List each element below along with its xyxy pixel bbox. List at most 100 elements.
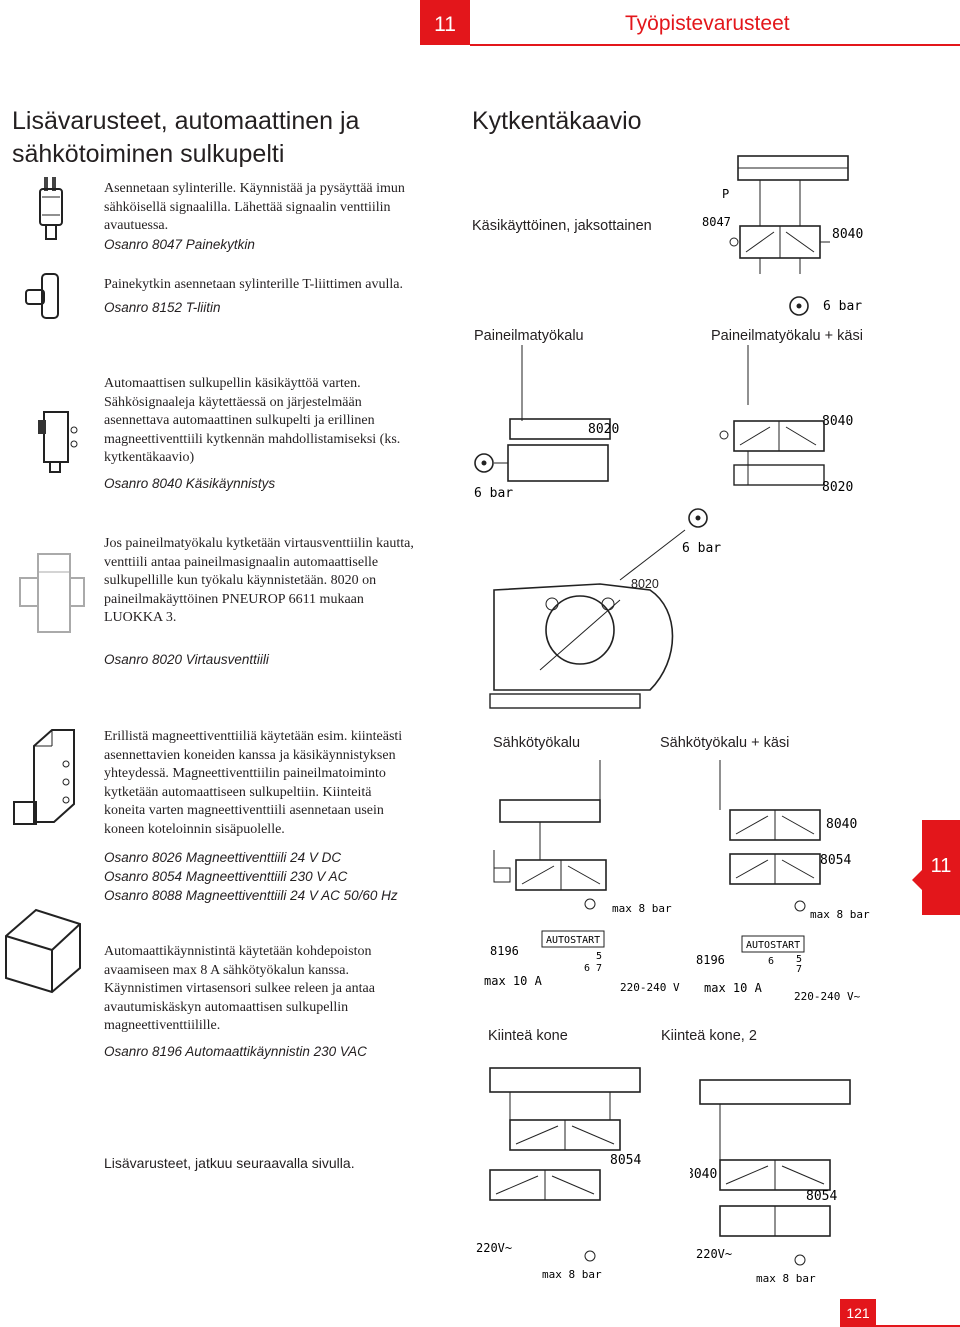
part-8054: Osanro 8054 Magneettiventtiili 230 V AC [104,869,348,884]
diag-max8bar-d: max 8 bar [756,1272,816,1285]
diag-t5-b: 5 [796,954,802,965]
chapter-title: Työpistevarusteet [625,12,790,35]
p3-line5: kytkentäkaavio) [104,450,195,465]
diagram-supply-6bar: 6 bar [789,296,862,316]
diag-max8bar-b: max 8 bar [810,908,870,920]
diag-6bar-b: 6 bar [474,486,513,501]
diag-8040-c: 8040 [826,817,857,832]
diag-220v-a: 220-240 V~ [620,981,680,994]
chapter-number: 11 [434,13,456,36]
part-8047: Osanro 8047 Painekytkin [104,237,255,252]
diag-6bar-c: 6 bar [682,541,721,556]
p6-line2: avaamiseen max 8 A sähkötyökalun kanssa. [104,962,349,978]
manual-start-image [38,411,78,473]
diag-8054-a: 8054 [820,853,851,868]
p1-line3: avautuessa. [104,218,169,233]
autostart-box-image [5,908,81,994]
p3-line3: asennettava automaattinen sulkupelti ja … [104,413,375,428]
diag-autostart-b: AUTOSTART [746,940,800,951]
diag-220v-c: 220V~ [476,1241,512,1255]
continued-note: Lisävarusteet, jatkuu seuraavalla sivull… [104,1155,355,1171]
diag-t5-a: 5 [596,951,602,962]
diag-max8bar-a: max 8 bar [612,902,672,915]
diag-t7-b: 7 [796,964,802,975]
diag-t6-b: 6 [768,956,774,967]
p1-line2: sähköisellä signaalilla. Lähettää signaa… [104,199,391,215]
diagram-manual-cyclic: P 8047 8040 [702,155,863,274]
diag-max10a-b: max 10 A [704,981,763,995]
diagram-autostart-2: AUTOSTART 5 8196 6 7 max 10 A 220-240 V~ [696,935,861,1003]
diag-autostart-a: AUTOSTART [546,935,600,946]
p6-line1: Automaattikäynnistintä käytetään kohdepo… [104,944,372,959]
diag-220v-b: 220-240 V~ [794,990,861,1003]
diagram-pneumatic-tool-hand: 8040 8020 [719,345,853,495]
p4-line4: paineilmakäyttöinen PNEUROP 6611 mukaan [104,591,364,607]
p6-line3: Käynnistimen virtasensori sulkee releen … [104,981,375,996]
p6-line4: avautumiskäskyn automaattisen sulkupelli… [104,999,349,1015]
diagram-electric-tool-hand: 8040 8054 max 8 bar [719,760,870,920]
diag-8020-a: 8020 [588,422,619,437]
diagram-electric-tool: max 8 bar [493,760,672,915]
p3-line4: magneettiventtiili kytkennän mahdollista… [104,431,401,447]
p4-line2: venttiili antaa paineilmasignaalin autom… [104,554,379,570]
diag-8040-d: 8040 [690,1167,717,1182]
p4-line1: Jos paineilmatyökalu kytketään virtausve… [104,536,414,551]
part-8040: Osanro 8040 Käsikäynnistys [104,476,276,491]
part-8152: Osanro 8152 T-liitin [104,300,221,315]
t-connector-image [25,273,59,319]
pressure-switch-image [39,177,63,240]
part-8020: Osanro 8020 Virtausventtiili [104,652,269,667]
diag-8040-b: 8040 [822,414,853,429]
p4-line3: sulkupellille kun työkalu käynnistetään.… [104,573,377,588]
label-fixed-machine: Kiinteä kone [488,1028,568,1044]
p1-line1: Asennetaan sylinterille. Käynnistää ja p… [104,181,405,196]
label-pneumatic-tool: Paineilmatyökalu [474,328,584,344]
chapter-number-box: 11 [420,0,470,45]
diag-6bar-a: 6 bar [823,299,862,314]
p5-line6: koneen koteloinnin sisäpuolelle. [104,821,285,837]
diagram-fixed-machine: 8054 220V~ max 8 bar [476,1067,641,1281]
section-heading-line2: sähkötoiminen sulkupelti [12,140,285,168]
label-fixed-machine-2: Kiinteä kone, 2 [661,1028,757,1044]
chapter-side-tab: 11 [912,820,960,915]
diag-t6-a: 6 [584,963,590,974]
diagram-fixed-machine-2: 8040 8054 220V~ max 8 bar [690,1079,851,1285]
page-rule [876,1325,960,1327]
p2-text: Painekytkin asennetaan sylinterille T-li… [104,277,403,292]
solenoid-valve-image [13,729,75,825]
diag-label-8040-a: 8040 [832,227,863,242]
p6-line5: magneettiventtiilille. [104,1018,221,1033]
p5-line4: kytketään automaattiseen sulkupeltiin. K… [104,784,372,800]
diag-220v-d: 220V~ [696,1247,732,1261]
diag-8020-b: 8020 [822,480,853,495]
flow-valve-image [19,553,85,633]
diag-8196-a: 8196 [490,944,519,958]
diagram-flow-valve: 6 bar [489,508,721,709]
diag-label-p: P [722,187,729,201]
page-number: 121 [840,1299,876,1327]
label-pneumatic-tool-hand: Paineilmatyökalu + käsi [711,328,863,344]
diagram-pneumatic-tool: 8020 6 bar [474,345,619,501]
diag-t7-a: 7 [596,963,602,974]
diag-8054-b: 8054 [610,1153,641,1168]
diag-max10a-a: max 10 A [484,974,543,988]
p5-line5: koneita varten magneettiventtiili asenne… [104,803,384,818]
side-tab-number: 11 [931,855,952,877]
diag-8054-c: 8054 [806,1189,837,1204]
p3-line1: Automaattisen sulkupellin käsikäyttöä va… [104,376,361,391]
label-manual: Käsikäyttöinen, jaksottainen [472,218,652,234]
part-8088: Osanro 8088 Magneettiventtiili 24 V AC 5… [104,888,398,903]
section-heading-line1: Lisävarusteet, automaattinen ja [12,107,360,135]
diag-label-8047: 8047 [702,215,731,229]
label-8020-callout: 8020 [631,577,659,591]
label-electric-tool: Sähkötyökalu [493,735,581,751]
p5-line3: yhteydessä. Magneettiventtiilin paineilm… [104,766,386,781]
p5-line2: asennettavien koneiden kanssa ja käsikäy… [104,747,396,763]
p3-line2: Sähkösignaaleja käytettäessä on järjeste… [104,394,362,410]
p5-line1: Erillistä magneettiventtiiliä käytetään … [104,729,403,744]
part-8196: Osanro 8196 Automaattikäynnistin 230 VAC [104,1044,367,1059]
p4-line5: LUOKKA 3. [104,610,177,625]
header-rule [470,44,960,46]
label-electric-tool-hand: Sähkötyökalu + käsi [660,735,790,751]
diagram-autostart-1: AUTOSTART 8196 5 6 7 max 10 A 220-240 V~ [484,930,680,994]
